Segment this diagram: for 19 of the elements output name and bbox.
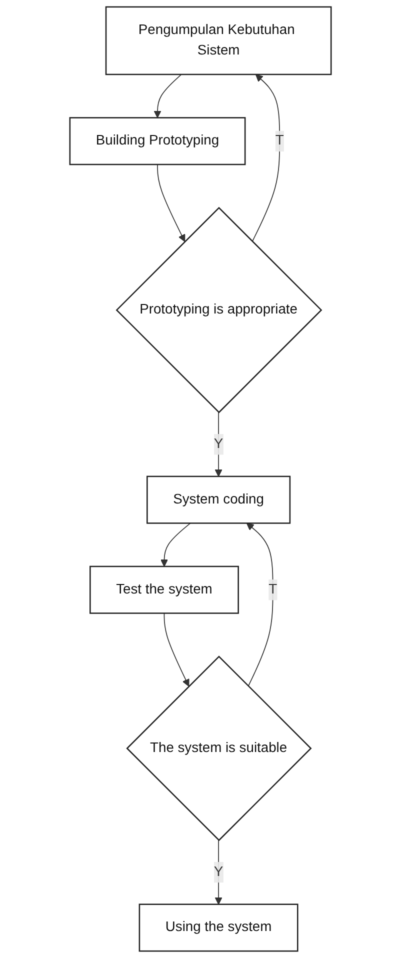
arrow <box>214 412 222 477</box>
arrow <box>164 612 190 687</box>
edge-label: T <box>275 133 284 148</box>
edge-label: T <box>268 582 278 597</box>
node-diamond: The system is suitable <box>126 656 312 842</box>
node-box: Building Prototyping <box>69 117 246 166</box>
node-box: Using the system <box>138 904 298 952</box>
edge-label: Y <box>214 864 224 880</box>
node-diamond: Prototyping is appropriate <box>116 206 322 414</box>
node-box: Test the system <box>90 566 239 614</box>
arrow <box>160 522 191 567</box>
edge-label: Y <box>214 436 224 452</box>
arrow <box>246 522 274 687</box>
arrow <box>154 74 182 118</box>
arrow <box>252 74 280 242</box>
node-box: Pengumpulan Kebutuhan Sistem <box>105 6 332 76</box>
arrow <box>214 840 222 905</box>
arrow <box>157 164 186 242</box>
node-box: System coding <box>146 476 291 524</box>
